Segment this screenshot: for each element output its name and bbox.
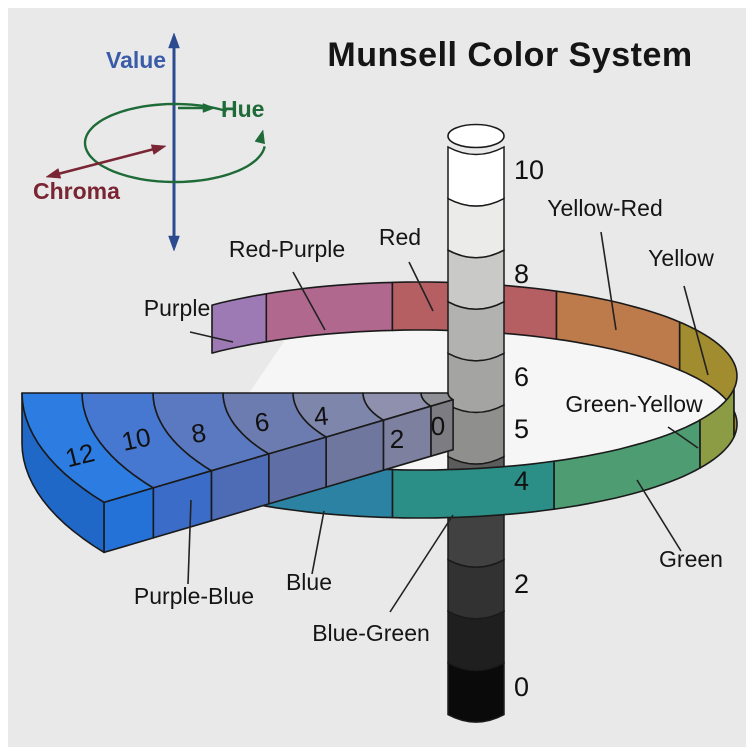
chroma-front-12 [103,487,155,554]
value-segment-6 [447,352,505,414]
hue-leader-purple-blue [187,499,192,585]
hue-axis-label: Hue [221,96,265,122]
hue-leader-green-yellow [667,426,699,449]
chroma-axis-label: Chroma [33,178,120,204]
chroma-number-10: 10 [119,422,154,457]
value-segment-1 [447,610,505,672]
hue-label-blue-green: Blue-Green [312,620,430,646]
hue-label-yellow: Yellow [648,245,714,271]
hue-segment-yellow-red [555,290,681,371]
hue-leader-blue-green [389,514,454,613]
hue-segment-purple [211,293,268,354]
hue-leader-blue [311,510,325,575]
chroma-axis-line [53,146,159,177]
hue-label-green: Green [659,546,723,572]
cylinder-top-cap [447,123,505,149]
value-number-2: 2 [514,569,529,599]
chroma-number-6: 6 [253,406,271,438]
chroma-arrow-out-icon [45,168,62,179]
value-axis-down-arrow-icon [168,235,180,252]
chroma-number-2: 2 [390,424,404,454]
hue-segment-green [553,419,701,510]
hue-leader-red [408,261,434,312]
hue-segment-blue-green [391,460,555,519]
hue-segment-yellow [678,321,738,438]
hue-leader-purple [189,331,234,343]
hue-orbit-ellipse [83,102,266,184]
chroma-number-12: 12 [62,437,97,473]
value-segment-8 [447,248,505,311]
hue-segment-red-purple [265,281,394,343]
hue-orbit-arrow-icon [254,129,265,145]
chroma-arrow-in-icon [150,144,167,155]
chroma-number-4: 4 [313,400,330,431]
value-segment-2 [447,558,505,620]
hue-label-purple: Purple [144,295,210,321]
hue-pointer-arrow-icon [202,103,216,113]
value-segment-9 [447,197,505,259]
value-number-0: 0 [514,672,529,702]
value-number-8: 8 [514,259,529,289]
hue-label-green-yellow: Green-Yellow [565,391,703,417]
chroma-number-0: 0 [431,411,445,441]
value-segment-5 [447,403,505,465]
value-segment-10 [447,145,505,207]
page-title: Munsell Color System [327,36,693,74]
value-axis-label: Value [106,47,167,73]
hue-leader-yellow [683,285,709,376]
hue-leader-green [636,479,682,552]
value-number-5: 5 [514,414,529,444]
hue-leader-yellow-red [600,231,617,331]
hue-label-red-purple: Red-Purple [229,236,345,262]
chroma-number-8: 8 [189,417,208,449]
value-number-10: 10 [514,155,544,185]
hue-segment-green-yellow [699,388,735,469]
hue-label-yellow-red: Yellow-Red [547,195,663,221]
hue-leader-red-purple [292,271,326,331]
hue-label-blue: Blue [286,569,332,595]
hue-label-purple-blue: Purple-Blue [134,583,254,609]
value-number-6: 6 [514,362,529,392]
value-segment-7 [447,300,505,362]
hue-label-red: Red [379,224,421,250]
value-axis-up-arrow-icon [168,32,180,49]
value-number-4: 4 [514,466,529,496]
value-segment-0 [447,661,505,723]
